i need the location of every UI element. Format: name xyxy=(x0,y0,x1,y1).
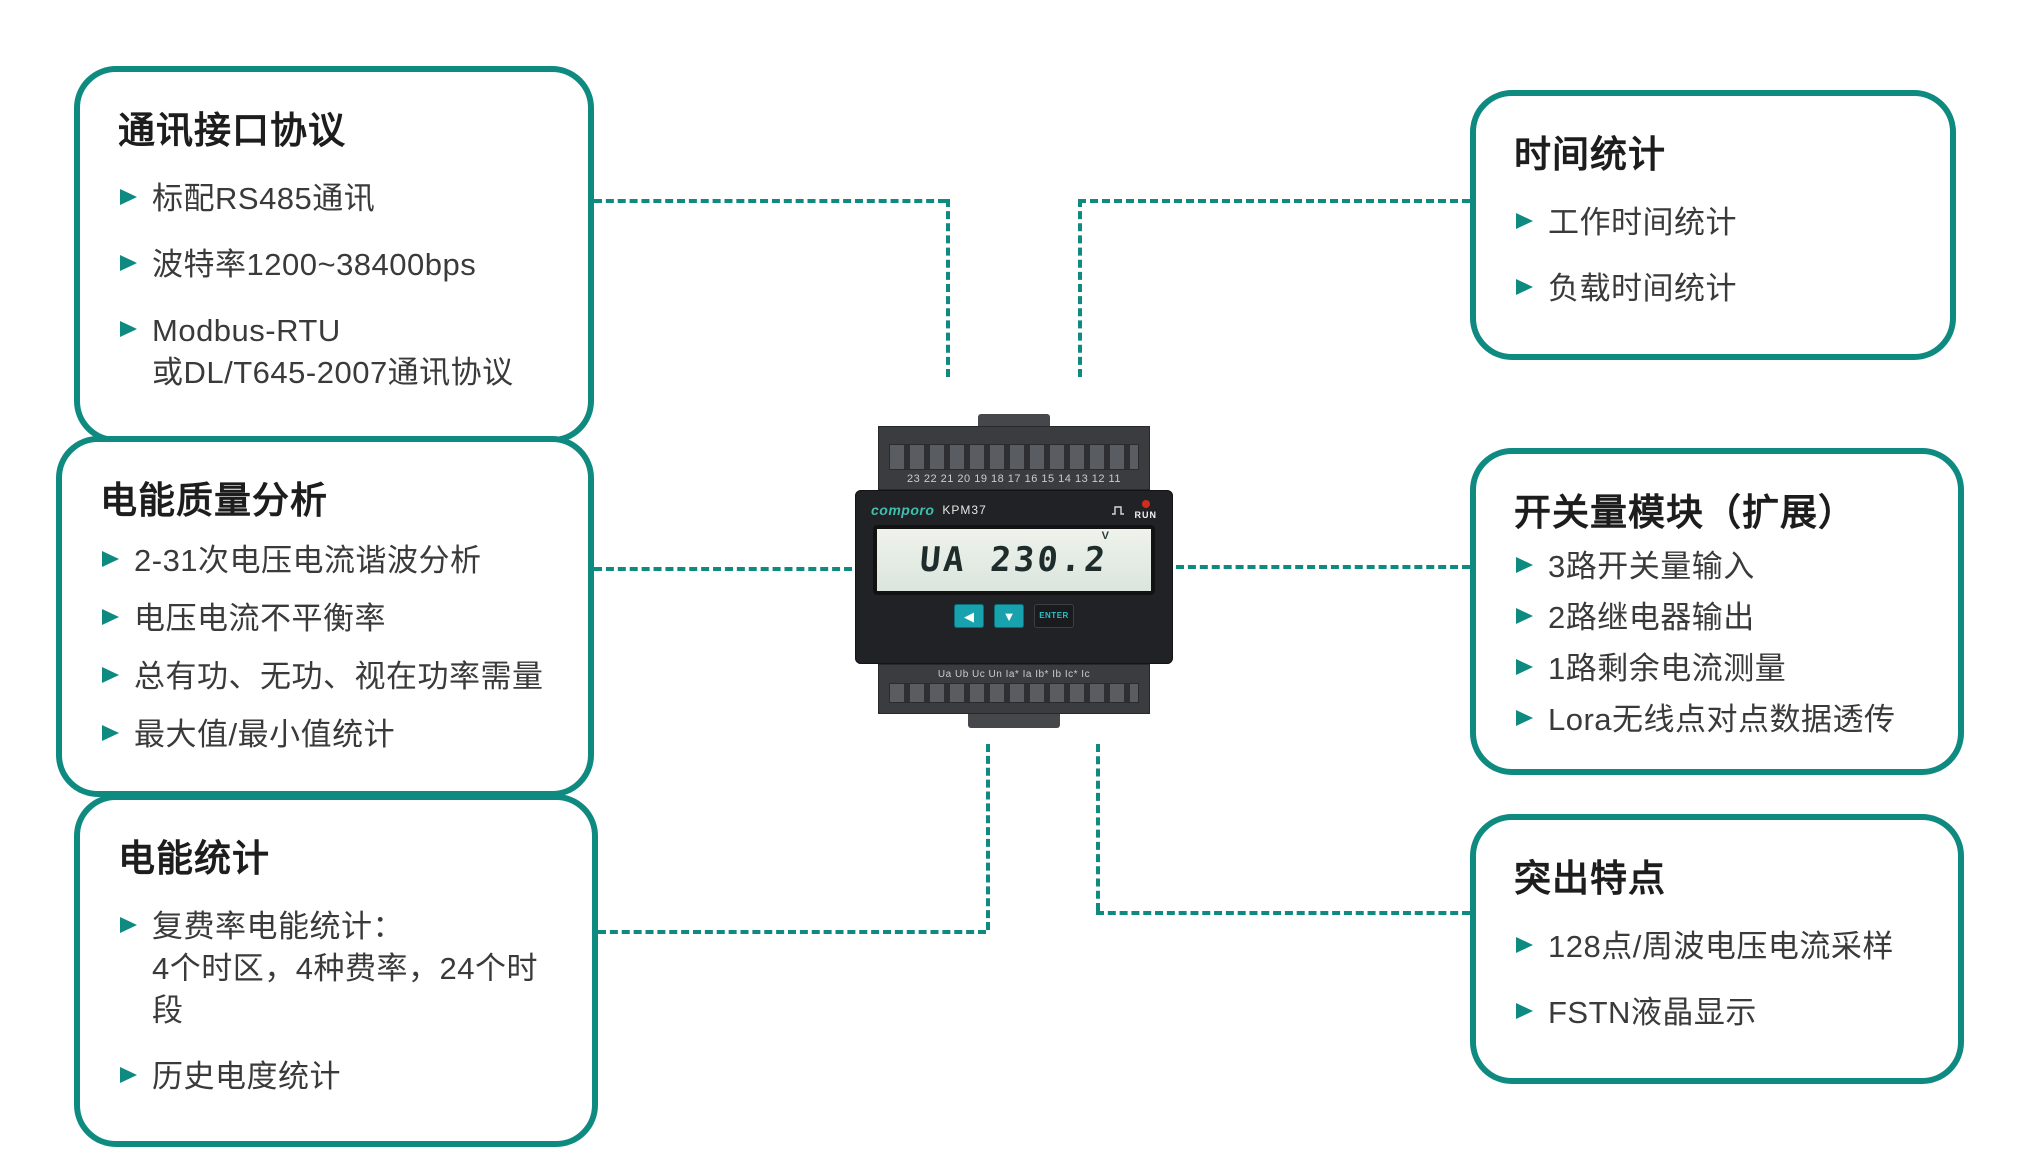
feature-item: 标配RS485通讯 xyxy=(114,178,554,220)
feature-item: 电压电流不平衡率 xyxy=(96,598,554,640)
feature-item: 历史电度统计 xyxy=(114,1056,558,1098)
feature-item: 3路开关量输入 xyxy=(1510,546,1924,588)
device-bottom-clip xyxy=(968,714,1060,728)
arrow-right-icon xyxy=(98,721,122,745)
terminal-screws xyxy=(889,444,1139,470)
callout-power-quality: 电能质量分析 2-31次电压电流谐波分析 电压电流不平衡率 总有功、无功、视在功… xyxy=(56,436,594,798)
connector-feature-h xyxy=(1096,911,1470,915)
run-indicator: RUN xyxy=(1135,500,1158,520)
callout-title: 时间统计 xyxy=(1514,134,1666,175)
arrow-right-icon xyxy=(98,605,122,629)
arrow-right-icon xyxy=(116,251,140,275)
arrow-right-icon xyxy=(98,547,122,571)
feature-item: 最大值/最小值统计 xyxy=(96,714,554,756)
device-header: comporo KPM37 RUN xyxy=(855,496,1173,522)
arrow-right-icon xyxy=(98,663,122,687)
arrow-right-icon xyxy=(1512,604,1536,628)
arrow-right-icon xyxy=(116,1063,140,1087)
lcd-value: UA 230.2 xyxy=(918,540,1110,580)
terminal-numbers: 23 22 21 20 19 18 17 16 15 14 13 12 11 xyxy=(907,473,1121,485)
arrow-right-icon xyxy=(116,913,140,937)
arrow-right-icon xyxy=(116,185,140,209)
power-meter-device: 23 22 21 20 19 18 17 16 15 14 13 12 11 c… xyxy=(855,414,1173,736)
feature-item: Modbus-RTU 或DL/T645-2007通讯协议 xyxy=(114,310,554,394)
callout-title: 电能质量分析 xyxy=(100,480,328,521)
device-body: comporo KPM37 RUN V UA 230.2 ◀ ▼ ENTER xyxy=(855,490,1173,664)
connector-communication-v xyxy=(946,199,950,377)
feature-item: 总有功、无功、视在功率需量 xyxy=(96,656,554,698)
arrow-right-icon xyxy=(1512,209,1536,233)
feature-item: 128点/周波电压电流采样 xyxy=(1510,926,1924,968)
device-buttons: ◀ ▼ ENTER xyxy=(855,604,1173,628)
callout-outstanding-features: 突出特点 128点/周波电压电流采样 FSTN液晶显示 xyxy=(1470,814,1964,1084)
device-top-clip xyxy=(978,414,1050,426)
arrow-right-icon xyxy=(1512,655,1536,679)
callout-switch-module: 开关量模块（扩展） 3路开关量输入 2路继电器输出 1路剩余电流测量 Lora无… xyxy=(1470,448,1964,776)
feature-item: 2路继电器输出 xyxy=(1510,597,1924,639)
callout-title: 通讯接口协议 xyxy=(118,110,346,151)
connector-feature-v xyxy=(1096,744,1100,911)
feature-item: Lora无线点对点数据透传 xyxy=(1510,699,1924,741)
callout-energy-statistics: 电能统计 复费率电能统计： 4个时区，4种费率，24个时段 历史电度统计 xyxy=(74,794,598,1148)
connector-quality-h xyxy=(594,567,852,571)
feature-item: 复费率电能统计： 4个时区，4种费率，24个时段 xyxy=(114,906,558,1032)
run-label: RUN xyxy=(1134,510,1157,520)
bottom-terminal-block: Ua Ub Uc Un Ia* Ia Ib* Ib Ic* Ic xyxy=(878,664,1150,714)
connector-energy-v xyxy=(986,744,990,930)
connector-time-h xyxy=(1078,199,1470,203)
callout-title: 突出特点 xyxy=(1514,858,1666,899)
connector-switch-h xyxy=(1176,565,1470,569)
device-brand: comporo xyxy=(871,502,935,518)
arrow-right-icon xyxy=(1512,933,1536,957)
feature-item: 1路剩余电流测量 xyxy=(1510,648,1924,690)
pulse-signal-icon xyxy=(1111,505,1125,515)
feature-item: 波特率1200~38400bps xyxy=(114,244,554,286)
arrow-down-button: ▼ xyxy=(994,604,1024,628)
arrow-right-icon xyxy=(1512,706,1536,730)
run-led-icon xyxy=(1141,500,1150,508)
feature-item: 负载时间统计 xyxy=(1510,268,1916,310)
terminal-labels: Ua Ub Uc Un Ia* Ia Ib* Ib Ic* Ic xyxy=(937,669,1091,680)
arrow-left-button: ◀ xyxy=(954,604,984,628)
enter-button: ENTER xyxy=(1034,604,1074,628)
arrow-right-icon xyxy=(1512,275,1536,299)
top-terminal-block: 23 22 21 20 19 18 17 16 15 14 13 12 11 xyxy=(878,426,1150,490)
feature-item: 2-31次电压电流谐波分析 xyxy=(96,540,554,582)
lcd-display: V UA 230.2 xyxy=(873,525,1155,595)
connector-communication-h xyxy=(594,199,946,203)
callout-title: 电能统计 xyxy=(118,838,270,879)
feature-item: FSTN液晶显示 xyxy=(1510,992,1924,1034)
arrow-right-icon xyxy=(116,317,140,341)
arrow-right-icon xyxy=(1512,553,1536,577)
feature-item: 工作时间统计 xyxy=(1510,202,1916,244)
callout-title: 开关量模块（扩展） xyxy=(1514,492,1856,533)
terminal-screws xyxy=(889,683,1139,703)
arrow-right-icon xyxy=(1512,999,1536,1023)
callout-communication: 通讯接口协议 标配RS485通讯 波特率1200~38400bps Modbus… xyxy=(74,66,594,444)
lcd-unit-label: V xyxy=(1101,530,1109,542)
callout-time-statistics: 时间统计 工作时间统计 负载时间统计 xyxy=(1470,90,1956,360)
connector-energy-h xyxy=(598,930,986,934)
connector-time-v xyxy=(1078,199,1082,377)
device-model: KPM37 xyxy=(942,503,987,517)
